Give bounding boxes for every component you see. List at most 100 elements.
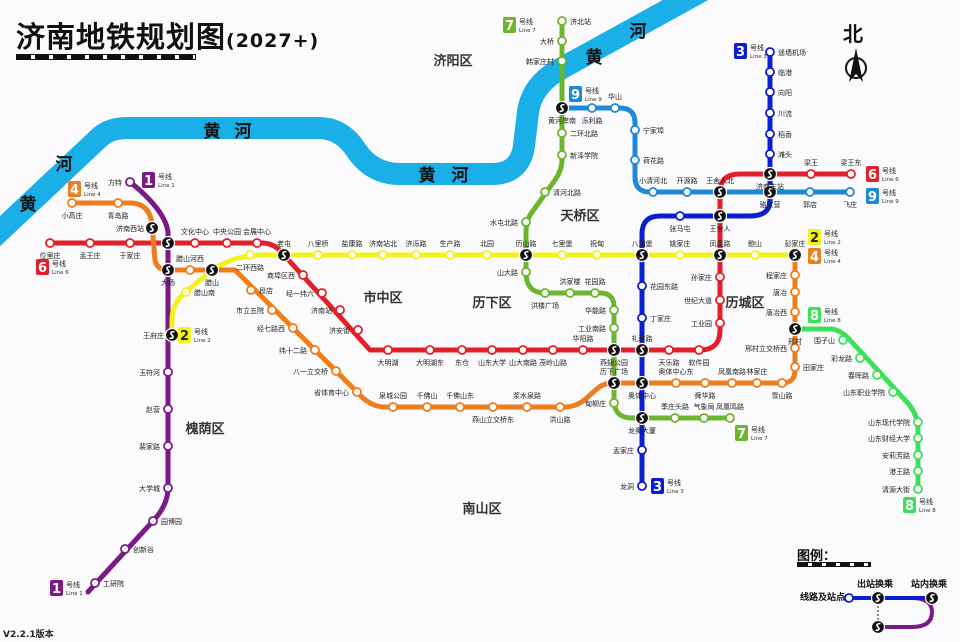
station-label: 八里桥 xyxy=(308,239,329,248)
interchange-icon xyxy=(787,321,803,337)
station-marker xyxy=(913,433,923,443)
legend-station-marker xyxy=(844,593,854,603)
line-badge-number: 3 xyxy=(653,480,662,495)
station-label: 浆水泉路 xyxy=(513,391,541,400)
station-marker xyxy=(557,250,567,260)
line-badge-box xyxy=(178,327,191,343)
interchange-icon xyxy=(762,166,778,182)
station-marker xyxy=(715,295,725,305)
station-label: 会展中心 xyxy=(243,227,271,236)
station-label: 洪山路 xyxy=(550,415,571,424)
station-marker xyxy=(675,211,685,221)
station-marker xyxy=(487,345,497,355)
line-badge-en: Line 2 xyxy=(194,338,211,344)
line-badge-box xyxy=(569,86,582,102)
station-label: 腊山 xyxy=(205,278,219,287)
station-label: 方特 xyxy=(108,178,122,187)
station-label: 邢村 xyxy=(788,337,802,346)
interchange-icon xyxy=(634,342,650,358)
version-label: V2.2.1版本 xyxy=(3,630,54,640)
station-label: 大杨 xyxy=(161,278,175,287)
line-badge-number: 2 xyxy=(810,231,819,246)
district-label: 槐荫区 xyxy=(184,421,224,437)
station-marker xyxy=(246,285,256,295)
station-marker xyxy=(557,56,567,66)
station-marker xyxy=(630,125,640,135)
station-marker xyxy=(317,288,327,298)
station-label: 燕山立交桥东 xyxy=(472,415,514,424)
station-label: 飞庄 xyxy=(843,200,857,209)
line-badge-suffix: 号线 xyxy=(667,478,681,487)
station-label: 季庄头路 xyxy=(661,402,689,411)
station-label: 生产路 xyxy=(440,239,461,248)
station-label: 段店 xyxy=(259,286,273,295)
station-label: 济南东站 xyxy=(756,182,784,191)
station-label: 丁家庄 xyxy=(650,314,671,323)
interchange-glyph xyxy=(523,250,529,260)
station-marker xyxy=(805,187,815,197)
station-marker xyxy=(700,378,710,388)
legend-underline xyxy=(797,562,871,567)
district-label: 历下区 xyxy=(472,296,511,311)
line-badge-box xyxy=(50,580,63,596)
station-marker xyxy=(630,155,640,165)
station-marker xyxy=(521,217,531,227)
station-marker xyxy=(694,345,704,355)
legend-purple-track xyxy=(878,596,935,629)
station-marker xyxy=(148,516,158,526)
station-marker xyxy=(637,445,647,455)
line-badge-en: Line 8 xyxy=(919,508,936,514)
line-badge-suffix: 号线 xyxy=(919,497,933,506)
station-label: 七里堡 xyxy=(552,239,573,248)
map-title: 济南地铁规划图(2027+) xyxy=(16,14,319,56)
station-marker xyxy=(699,413,709,423)
stations-layer xyxy=(45,16,923,588)
line-badge-number: 8 xyxy=(810,309,819,324)
station-marker xyxy=(335,305,345,315)
station-marker xyxy=(913,450,923,460)
line-badge-en: Line 1 xyxy=(66,591,83,597)
line-badge-en: Line 8 xyxy=(824,318,841,324)
station-marker xyxy=(557,128,567,138)
station-label: 川流 xyxy=(778,109,792,118)
station-label: 老屯 xyxy=(277,239,291,248)
station-label: 稻香 xyxy=(778,130,792,139)
station-label: 洪楼广场 xyxy=(531,301,559,310)
line-1-track xyxy=(85,179,171,595)
station-label: 大桥 xyxy=(540,37,554,46)
station-marker xyxy=(765,87,775,97)
station-label: 青岛路 xyxy=(108,211,129,220)
station-marker xyxy=(331,366,341,376)
line-badge-box xyxy=(36,259,49,275)
interchange-glyph xyxy=(717,187,723,197)
line-badge-box xyxy=(808,248,821,264)
station-label: 经七路西 xyxy=(257,324,285,333)
interchange-glyph xyxy=(767,169,773,179)
lines-layer xyxy=(47,18,921,595)
legend-line-station: 线路及站点 xyxy=(800,593,846,603)
line-badge-suffix: 号线 xyxy=(882,188,896,197)
station-label: 王府庄 xyxy=(143,331,164,340)
station-marker xyxy=(482,250,492,260)
line-badge-suffix: 号线 xyxy=(824,307,838,316)
interchange-glyph xyxy=(639,413,645,423)
station-label: 华山 xyxy=(608,92,622,101)
station-marker xyxy=(725,413,735,423)
district-label: 济阳区 xyxy=(433,53,472,69)
station-marker xyxy=(765,129,775,139)
station-label: 泺利路 xyxy=(582,116,603,125)
station-label: 山大路 xyxy=(497,268,518,277)
line-badge-box xyxy=(866,166,879,182)
line-badge-en: Line 1 xyxy=(158,183,175,189)
interchange-glyph xyxy=(767,187,773,197)
station-label: 腊山南 xyxy=(194,288,215,297)
interchange-icon xyxy=(712,247,728,263)
station-label: 安莉芳路 xyxy=(882,451,910,460)
interchange-glyph xyxy=(717,211,723,221)
